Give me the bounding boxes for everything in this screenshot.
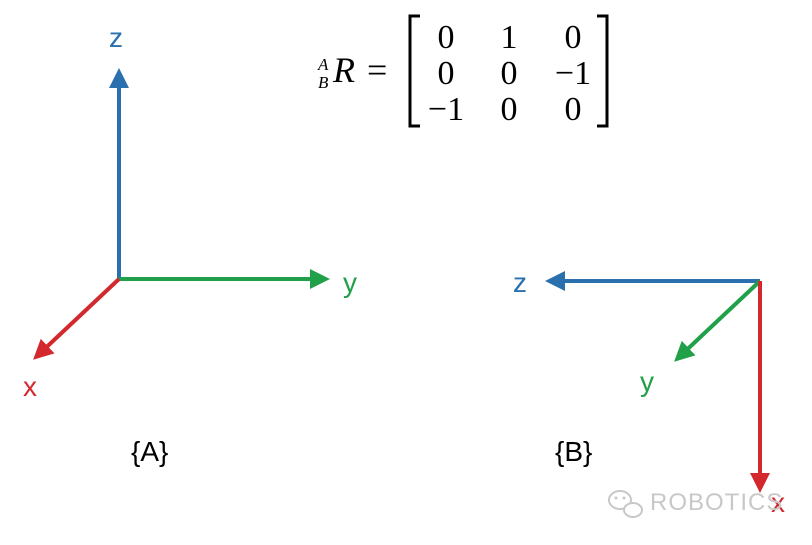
- frame-a-y-label: y: [343, 267, 357, 298]
- equation-equals: =: [367, 50, 387, 90]
- matrix-left-bracket: [408, 14, 420, 128]
- frame-b: z y x {B}: [513, 267, 785, 518]
- equation-symbol: R: [332, 50, 355, 90]
- matrix-cell: 0: [501, 55, 518, 92]
- equation-subscript: B: [318, 73, 329, 92]
- matrix-cell: −1: [428, 91, 464, 128]
- frame-a-label: {A}: [131, 436, 168, 467]
- frame-a-x-label: x: [23, 371, 37, 402]
- watermark-text: ROBOTICS: [650, 489, 783, 516]
- matrix-cell: 0: [565, 91, 582, 128]
- rotation-equation: A B R = 0 1 0 0 0 −1 −1 0 0: [317, 14, 609, 128]
- frame-b-y-axis: [674, 279, 762, 362]
- equation-superscript: A: [317, 55, 329, 74]
- matrix-cell: −1: [555, 55, 591, 92]
- frame-b-z-label: z: [513, 267, 527, 298]
- watermark: ROBOTICS: [608, 489, 783, 518]
- frame-b-label: {B}: [555, 436, 592, 467]
- frame-a-x-axis: [33, 277, 121, 360]
- frame-b-y-label: y: [640, 366, 654, 397]
- frame-a: z y x {A}: [23, 22, 357, 467]
- matrix-right-bracket: [597, 14, 609, 128]
- wechat-icon: [608, 490, 643, 518]
- frame-b-x-label: x: [771, 487, 785, 518]
- matrix-cell: 0: [438, 19, 455, 56]
- matrix-cell: 0: [438, 55, 455, 92]
- matrix-cell: 0: [565, 19, 582, 56]
- matrix-cell: 1: [501, 19, 518, 56]
- matrix-cell: 0: [501, 91, 518, 128]
- frame-a-z-label: z: [109, 22, 123, 53]
